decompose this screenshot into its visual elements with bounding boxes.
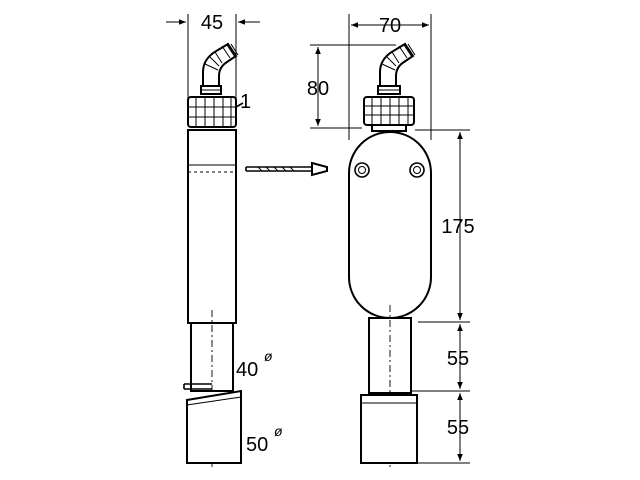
front-main-body — [348, 131, 432, 319]
side-pipe-clamp — [183, 383, 212, 390]
dimension-fitting-height: 80 — [307, 44, 396, 129]
part-number-label: 1 — [240, 91, 251, 113]
mounting-hole-right — [409, 162, 425, 178]
dim-fitting-height-label: 80 — [307, 78, 329, 100]
dim-lower-pipe-height-label: 55 — [447, 417, 469, 439]
front-lower-pipe — [360, 394, 418, 464]
dimension-body-height: 175 — [415, 129, 475, 323]
side-lower-pipe — [186, 389, 242, 464]
dim-upper-pipe-height-label: 55 — [447, 348, 469, 370]
mounting-hole-left — [354, 162, 370, 178]
dim-front-width-label: 70 — [379, 15, 401, 37]
front-upper-pipe — [368, 305, 412, 470]
dimension-front-width: 70 — [348, 14, 432, 140]
diameter-lower-value: 50 — [246, 434, 268, 456]
diameter-upper-label: 40 ø — [236, 348, 273, 381]
dim-side-width-label: 45 — [201, 12, 223, 34]
mounting-screw — [245, 161, 328, 177]
side-view: 45 1 — [166, 12, 283, 470]
dimension-lower-pipe-height: 55 — [417, 393, 470, 464]
dimension-upper-pipe-height: 55 — [411, 324, 470, 392]
front-view: 70 80 — [307, 14, 475, 470]
diameter-lower-label: 50 ø — [246, 423, 283, 456]
side-hose-fitting — [200, 42, 239, 95]
side-main-body — [187, 129, 237, 324]
diameter-upper-symbol: ø — [264, 348, 273, 364]
diameter-lower-symbol: ø — [274, 423, 283, 439]
side-union-nut — [187, 96, 244, 128]
front-union-nut — [363, 96, 415, 132]
diameter-upper-value: 40 — [236, 359, 258, 381]
side-upper-pipe — [190, 310, 234, 470]
dim-body-height-label: 175 — [441, 216, 474, 238]
front-hose-fitting — [377, 42, 416, 95]
